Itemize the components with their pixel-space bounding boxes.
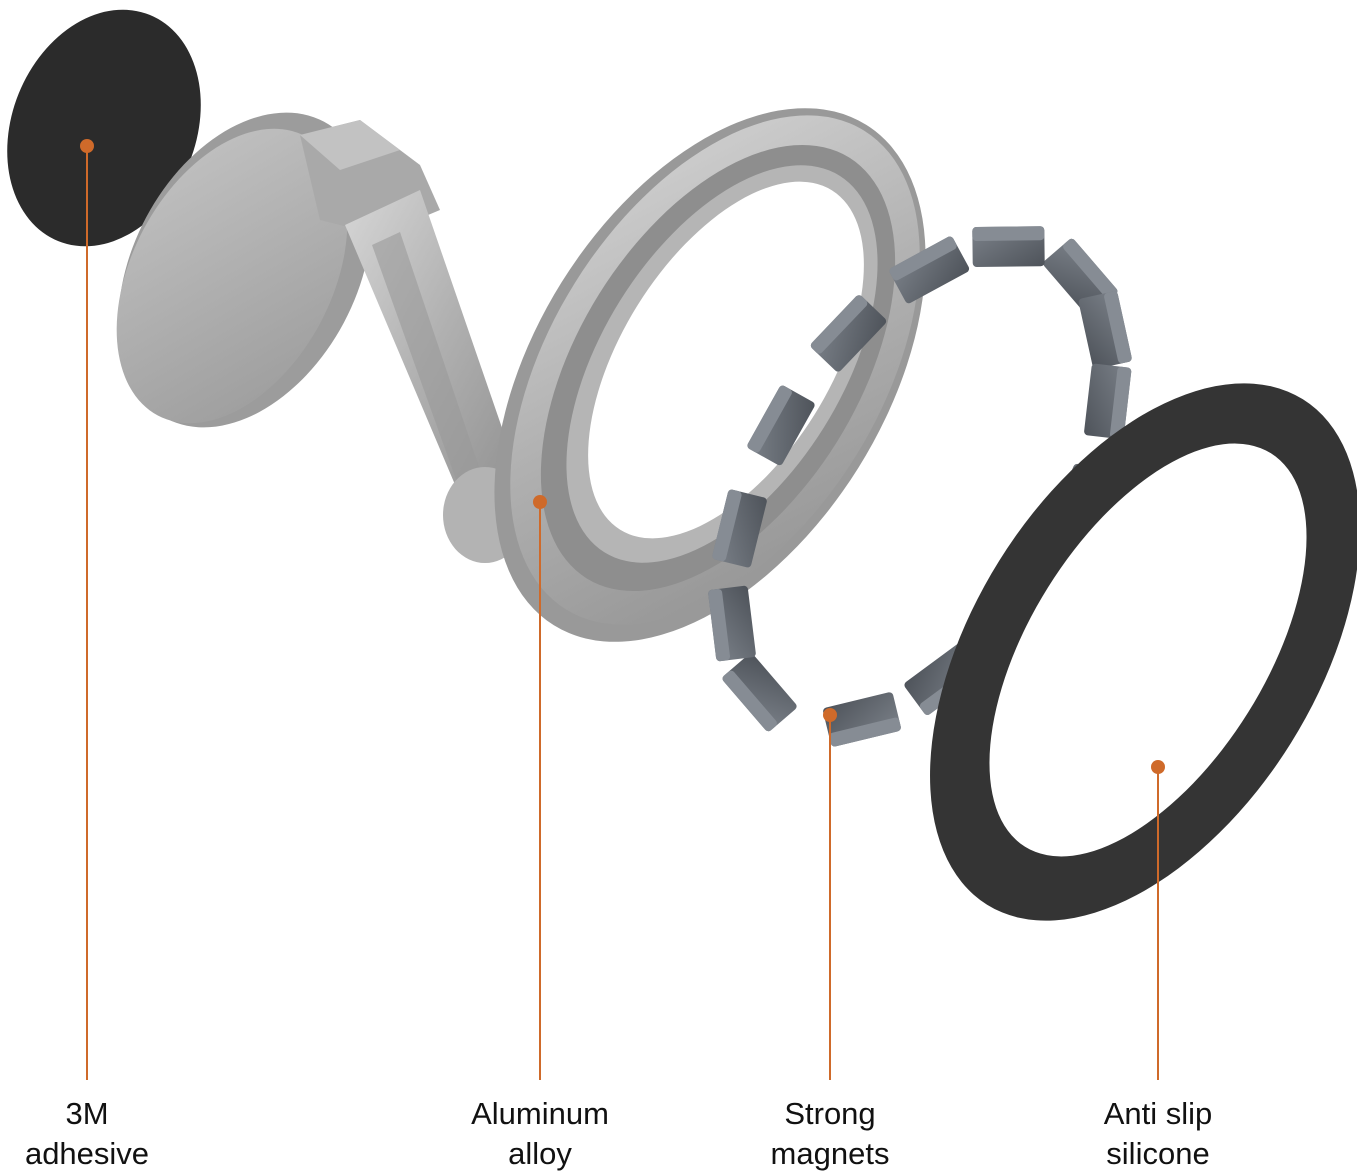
callouts: [80, 139, 1165, 1080]
aluminum-ring: [494, 108, 926, 642]
label-adhesive-line2: adhesive: [24, 1136, 150, 1171]
magnet-segment: [712, 489, 767, 568]
label-magnets-line1: Strong: [784, 1096, 876, 1131]
magnet-segment: [747, 385, 815, 466]
callout-dot-magnets: [823, 708, 837, 722]
callout-dot-adhesive: [80, 139, 94, 153]
label-silicone: Anti slip silicone: [1058, 1094, 1258, 1174]
label-adhesive: 3M adhesive: [0, 1094, 187, 1174]
magnet-segment: [1084, 363, 1132, 440]
magnet-segment: [722, 653, 797, 732]
label-aluminum-line2: alloy: [508, 1136, 572, 1171]
label-magnets-line2: magnets: [770, 1136, 890, 1171]
label-aluminum: Aluminum alloy: [440, 1094, 640, 1174]
callout-dot-aluminum: [533, 495, 547, 509]
mount-base-face: [116, 128, 348, 424]
adhesive-disc: [7, 9, 201, 247]
magnet-segment: [1078, 291, 1132, 369]
silicone-ring: [930, 383, 1357, 921]
label-magnets: Strong magnets: [730, 1094, 930, 1174]
label-aluminum-line1: Aluminum: [471, 1096, 609, 1131]
label-silicone-line2: silicone: [1106, 1136, 1210, 1171]
magnet-segment: [972, 226, 1045, 267]
magnet-segment: [708, 585, 756, 662]
callout-dot-silicone: [1151, 760, 1165, 774]
magnet-segment: [889, 236, 970, 304]
label-silicone-line1: Anti slip: [1103, 1096, 1213, 1131]
magnet-segment: [810, 295, 887, 372]
label-adhesive-line1: 3M: [65, 1096, 109, 1131]
magnet-segment: [823, 692, 901, 747]
